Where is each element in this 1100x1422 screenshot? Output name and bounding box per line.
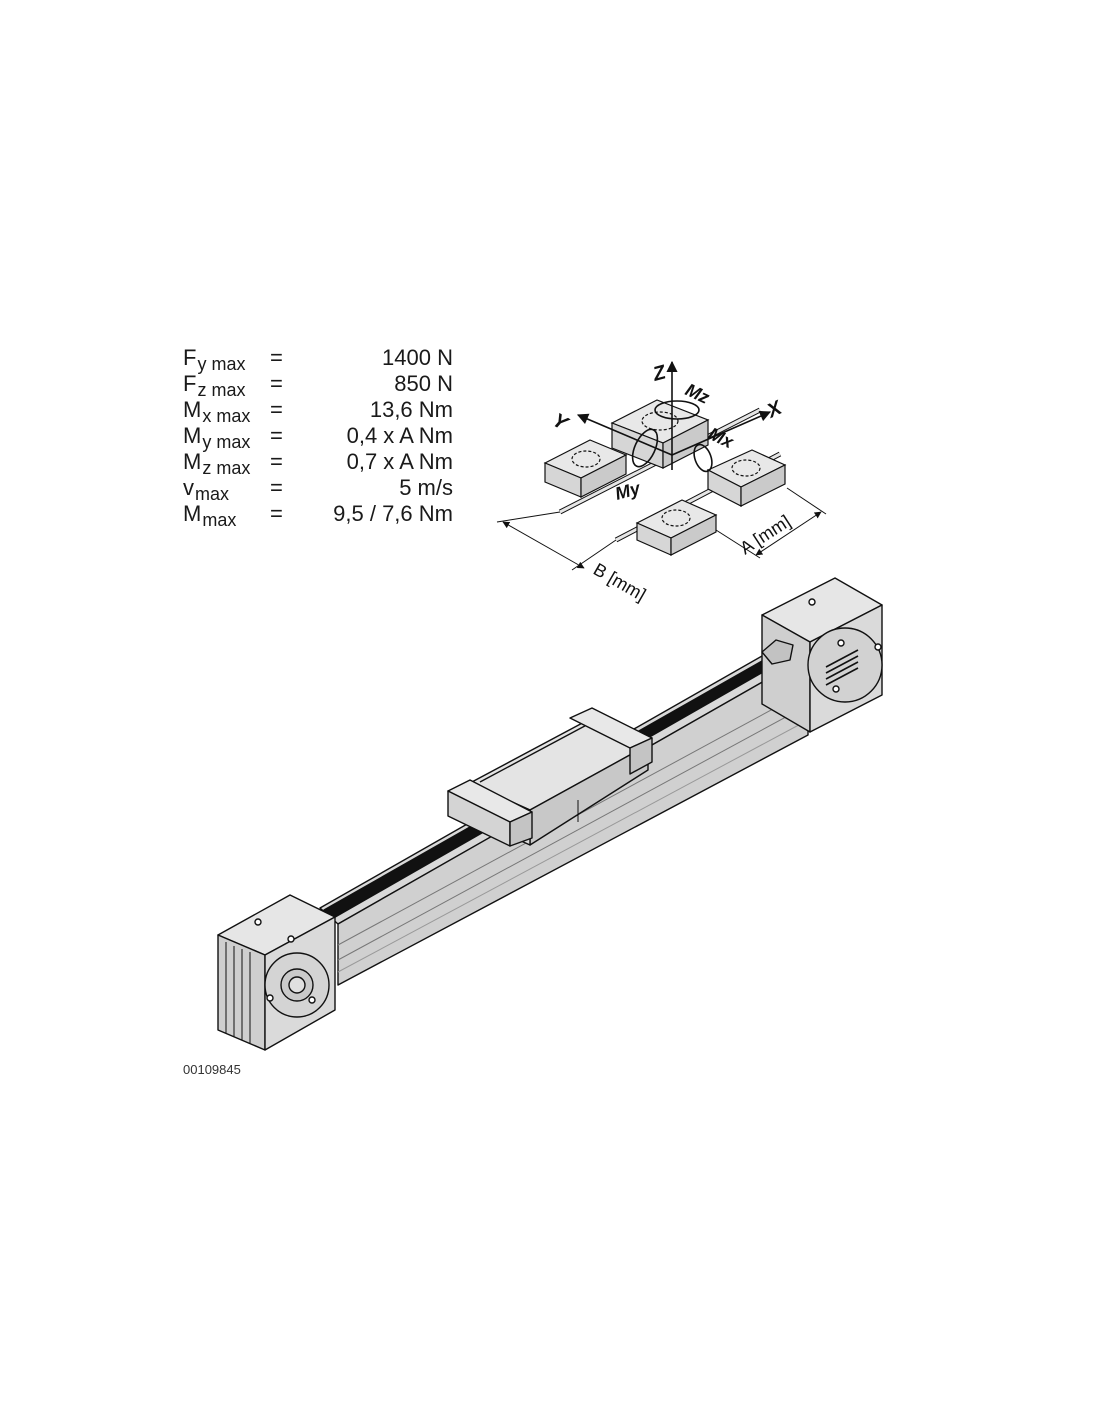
spec-value: 850 N — [394, 371, 453, 396]
axis-y-label: Y — [549, 409, 573, 436]
spec-equals: = — [270, 423, 283, 448]
spec-row: Fy max = 1400 N — [183, 345, 453, 374]
axis-z-label: Z — [650, 361, 669, 386]
spec-symbol: M — [183, 449, 202, 474]
spec-subscript: max — [202, 510, 237, 530]
side-ribs — [225, 942, 251, 1043]
moment-x-ring — [693, 443, 713, 473]
document-id: 00109845 — [183, 1062, 241, 1077]
spec-row: Mz max = 0,7 x A Nm — [183, 449, 453, 478]
spec-symbol: F — [183, 371, 197, 396]
spec-subscript: z max — [202, 458, 251, 478]
spec-equals: = — [270, 475, 283, 500]
spec-subscript: y max — [202, 432, 251, 452]
spec-symbol: v — [183, 475, 194, 500]
spec-value: 1400 N — [382, 345, 453, 370]
spec-equals: = — [270, 397, 283, 422]
moment-z-ring — [654, 400, 700, 420]
spec-symbol: M — [183, 423, 202, 448]
spec-value: 9,5 / 7,6 Nm — [333, 501, 453, 526]
bearing-block — [543, 439, 628, 498]
dimension-b — [496, 511, 617, 571]
nose-cone — [761, 639, 794, 665]
spec-symbol: M — [183, 501, 202, 526]
shaft-slots — [825, 649, 859, 686]
carriage — [447, 707, 653, 847]
spec-subscript: max — [195, 484, 230, 504]
spec-symbol: F — [183, 345, 197, 370]
spec-equals: = — [270, 449, 283, 474]
spec-row: Mx max = 13,6 Nm — [183, 397, 453, 426]
spec-subscript: y max — [197, 354, 246, 374]
spec-row: Fz max = 850 N — [183, 371, 453, 400]
spec-row: My max = 0,4 x A Nm — [183, 423, 453, 452]
spec-equals: = — [270, 501, 283, 526]
dimension-a-label: A [mm] — [736, 511, 794, 558]
moment-y-ring — [631, 428, 659, 468]
linear-module — [217, 577, 883, 1051]
drive-end-block — [761, 577, 883, 733]
spec-value: 5 m/s — [399, 475, 453, 500]
coordinate-axes — [576, 360, 772, 473]
spec-value: 0,4 x A Nm — [346, 423, 453, 448]
dimension-a — [715, 487, 827, 559]
load-diagram — [496, 360, 827, 571]
spec-value: 0,7 x A Nm — [346, 449, 453, 474]
spec-subscript: z max — [197, 380, 246, 400]
spec-subscript: x max — [202, 406, 251, 426]
bearing-block — [706, 449, 787, 507]
spec-symbol: M — [183, 397, 202, 422]
spec-table: Fy max = 1400 N Fz max = 850 N Mx max = … — [183, 345, 453, 530]
axis-x-label: X — [763, 396, 787, 423]
spec-row: vmax = 5 m/s — [183, 475, 453, 504]
spec-row: Mmax = 9,5 / 7,6 Nm — [183, 501, 453, 530]
spec-equals: = — [270, 345, 283, 370]
spec-equals: = — [270, 371, 283, 396]
dimension-b-label: B [mm] — [590, 559, 649, 605]
spec-value: 13,6 Nm — [369, 397, 453, 422]
moment-z-label: Mz — [682, 379, 712, 407]
idler-end-block — [217, 894, 336, 1051]
bearing-block — [635, 499, 718, 556]
